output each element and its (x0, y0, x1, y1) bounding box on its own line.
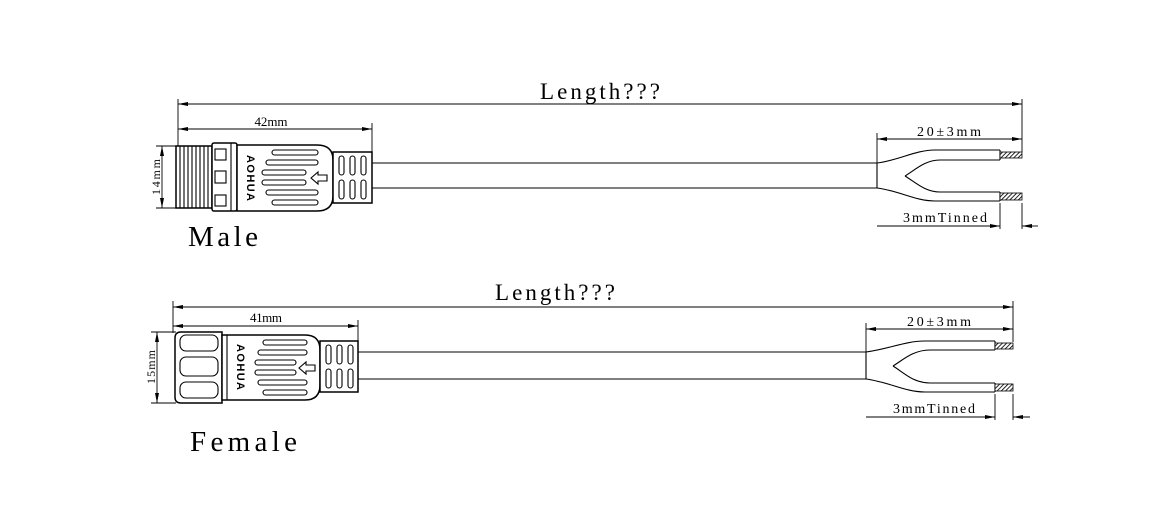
female-logo: AOHUA (234, 344, 246, 390)
strain-relief-slot (325, 344, 332, 365)
strain-relief-slot (360, 155, 367, 176)
male-strain-relief (332, 151, 373, 204)
grip-slot (257, 379, 308, 386)
female-diameter-dimension: 15mm (144, 331, 176, 404)
male-cable (372, 162, 878, 189)
female-title: Female (190, 426, 297, 458)
female-strain-relief (319, 340, 359, 393)
female-wire-top-upper-edge (865, 340, 995, 353)
male-connector-length-dimension: 42mm (178, 114, 373, 152)
female-length-label: Length??? (495, 280, 615, 305)
female-cap (174, 331, 223, 404)
female-strip-length-dimension: 20±3mm (865, 315, 1013, 352)
strain-relief-slot (338, 179, 345, 200)
male-title: Male (188, 221, 258, 253)
strain-relief-slot (349, 179, 356, 200)
male-wire-bottom-lower-edge (876, 187, 1000, 202)
female-cable (358, 351, 867, 380)
left-arrow-outline-icon (310, 170, 328, 186)
male-tinned-end-top (999, 151, 1023, 159)
grip-slot (262, 389, 308, 396)
male-nut-notch (214, 148, 227, 161)
strain-relief-slot (347, 344, 354, 365)
male-tinned-end-bottom (999, 192, 1023, 201)
strain-relief-slot (360, 179, 367, 200)
female-tinned-dimension: 3mmTinned (866, 394, 1030, 420)
female-tinned-end-top (994, 342, 1014, 350)
grip-slot (261, 169, 307, 176)
female-length-dimension: Length??? (172, 280, 1014, 342)
male-diameter-label: 14mm (149, 158, 163, 195)
male-diameter-dimension: 14mm (149, 145, 176, 209)
left-arrow-outline-icon (298, 360, 316, 376)
female-assembly: Length??? 41mm 20±3mm 15mm (144, 280, 1030, 458)
male-tinned-label: 3mmTinned (903, 211, 987, 226)
female-wires (865, 340, 1014, 393)
male-nut-notch (214, 170, 227, 184)
male-strip-length-dimension: 20±3mm (876, 125, 1022, 163)
grip-slot (271, 149, 319, 156)
male-wire-bottom-upper-edge (904, 175, 1000, 193)
strain-relief-slot (325, 368, 332, 389)
female-tinned-end-bottom (994, 383, 1014, 392)
female-cap-slot (179, 334, 219, 352)
strain-relief-slot (336, 368, 343, 389)
grip-slot (265, 159, 319, 166)
grip-slot (257, 349, 308, 356)
grip-slot (254, 359, 297, 366)
male-wire-top-upper-edge (876, 149, 1000, 164)
female-cap-slot (179, 356, 219, 377)
grip-slot (265, 189, 319, 196)
strain-relief-slot (336, 344, 343, 365)
grip-slot (271, 199, 319, 206)
male-length-dimension: Length??? (177, 79, 1023, 152)
male-length-label: Length??? (540, 79, 660, 104)
strain-relief-slot (347, 368, 354, 389)
female-wire-bottom-lower-edge (865, 378, 995, 393)
strain-relief-slot (349, 155, 356, 176)
grip-slot (254, 369, 297, 376)
male-nut (211, 142, 238, 212)
female-diameter-label: 15mm (144, 349, 158, 384)
male-connector-length-label: 42mm (255, 114, 288, 129)
female-strip-length-label: 20±3mm (907, 315, 971, 330)
male-assembly: Length??? 42mm 20±3mm 14mm (149, 79, 1038, 253)
female-body: AOHUA (221, 334, 321, 401)
female-wire-bottom-upper-edge (892, 365, 995, 384)
grip-slot (261, 179, 307, 186)
female-connector: AOHUA (174, 331, 359, 404)
male-wire-top-lower-edge (904, 159, 1000, 177)
grip-slot (262, 339, 308, 346)
female-wire-top-lower-edge (892, 349, 995, 367)
female-tinned-label: 3mmTinned (893, 402, 975, 417)
male-nut-notch (214, 194, 227, 207)
male-connector: AOHUA (175, 142, 373, 212)
strain-relief-slot (338, 155, 345, 176)
female-cap-outline (174, 331, 223, 404)
male-strip-length-label: 20±3mm (917, 125, 981, 140)
male-thread (175, 145, 213, 209)
male-thread-outline (175, 145, 213, 209)
female-cap-slot (179, 381, 219, 399)
male-logo: AOHUA (244, 155, 256, 201)
male-body: AOHUA (236, 144, 334, 212)
female-connector-length-label: 41mm (250, 310, 282, 325)
female-connector-length-dimension: 41mm (173, 310, 359, 341)
male-wires (876, 149, 1023, 202)
male-tinned-dimension: 3mmTinned (877, 203, 1038, 229)
male-nut-outline (211, 142, 238, 212)
